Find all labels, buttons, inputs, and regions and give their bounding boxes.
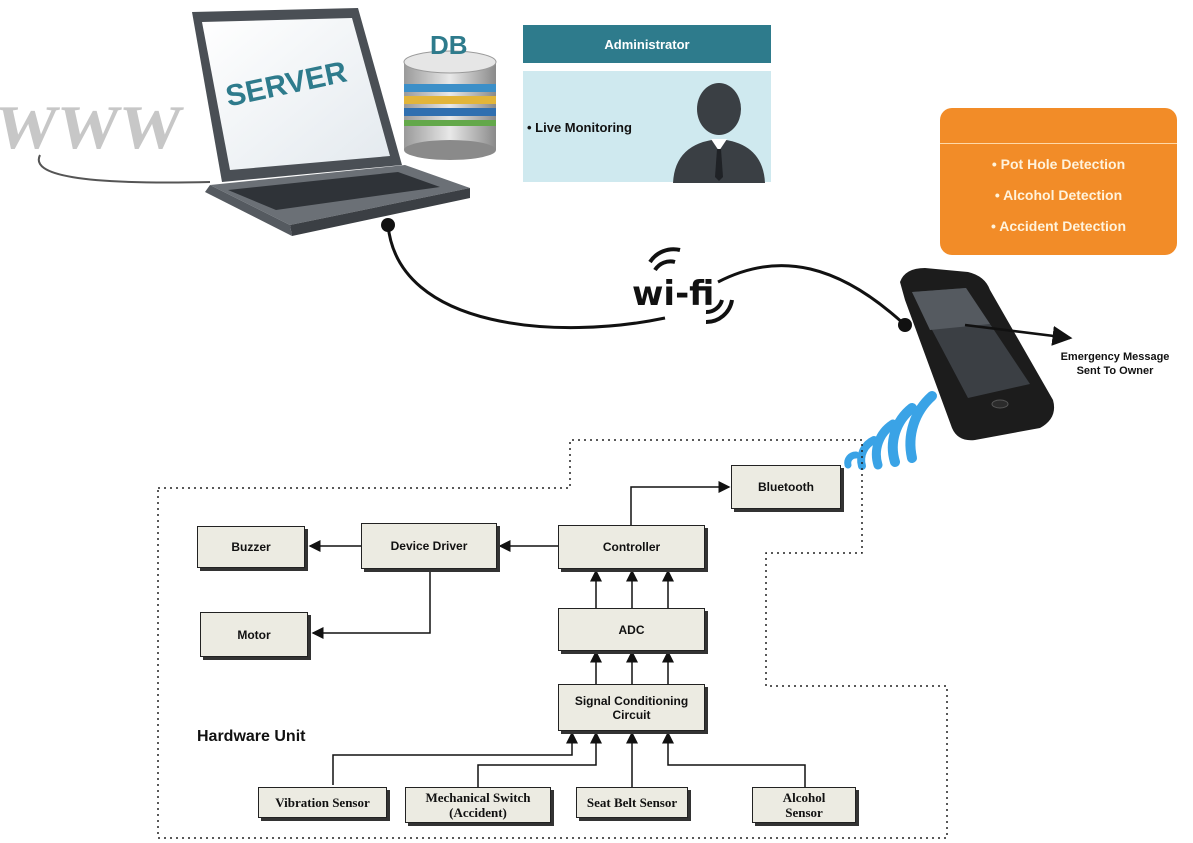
controller-block: Controller (558, 525, 705, 569)
server-link-dot (381, 218, 395, 232)
server-link-line (386, 224, 666, 330)
mechanical-switch-block: Mechanical Switch (Accident) (405, 787, 551, 823)
wifi-text: wi-fi (632, 274, 714, 314)
emergency-line-1: Emergency Message (1060, 351, 1170, 363)
hardware-unit-title: Hardware Unit (197, 728, 306, 745)
phone-link-dot (898, 318, 912, 332)
adc-block: ADC (558, 608, 705, 651)
signal-conditioning-block: Signal Conditioning Circuit (558, 684, 705, 731)
seat-belt-sensor-block: Seat Belt Sensor (576, 787, 688, 818)
www-icon: WWW (0, 93, 211, 184)
emergency-line-2: Sent To Owner (1076, 365, 1154, 377)
feature-pot-hole: • Pot Hole Detection (991, 156, 1126, 172)
feature-alcohol: • Alcohol Detection (994, 187, 1123, 203)
features-box: • Pot Hole Detection • Alcohol Detection… (940, 108, 1177, 255)
live-monitoring-item: • Live Monitoring (527, 120, 632, 135)
alcohol-sensor-block: Alcohol Sensor (752, 787, 856, 823)
hardware-boundary (157, 439, 948, 839)
bluetooth-block: Bluetooth (731, 465, 841, 509)
administrator-header: Administrator (523, 25, 771, 63)
administrator-avatar-icon (673, 83, 765, 183)
device-driver-block: Device Driver (361, 523, 497, 569)
wifi-icon: wi-fi (632, 247, 734, 325)
emergency-arrow (964, 323, 1073, 346)
laptop-icon (192, 8, 470, 236)
hardware-wiring (308, 481, 806, 787)
administrator-body: • Live Monitoring (523, 71, 771, 183)
db-label: DB (430, 30, 468, 60)
feature-accident: • Accident Detection (990, 218, 1127, 234)
features-divider (940, 143, 1177, 144)
vibration-sensor-block: Vibration Sensor (258, 787, 387, 818)
administrator-panel: Administrator • Live Monitoring (523, 25, 771, 183)
buzzer-block: Buzzer (197, 526, 305, 568)
bluetooth-signal-icon (844, 391, 937, 470)
database-icon (403, 50, 497, 160)
emergency-message-label: Emergency Message Sent To Owner (1040, 350, 1190, 378)
smartphone-icon (900, 268, 1055, 441)
www-text: WWW (0, 93, 187, 162)
phone-link-line (717, 264, 907, 327)
motor-block: Motor (200, 612, 308, 657)
